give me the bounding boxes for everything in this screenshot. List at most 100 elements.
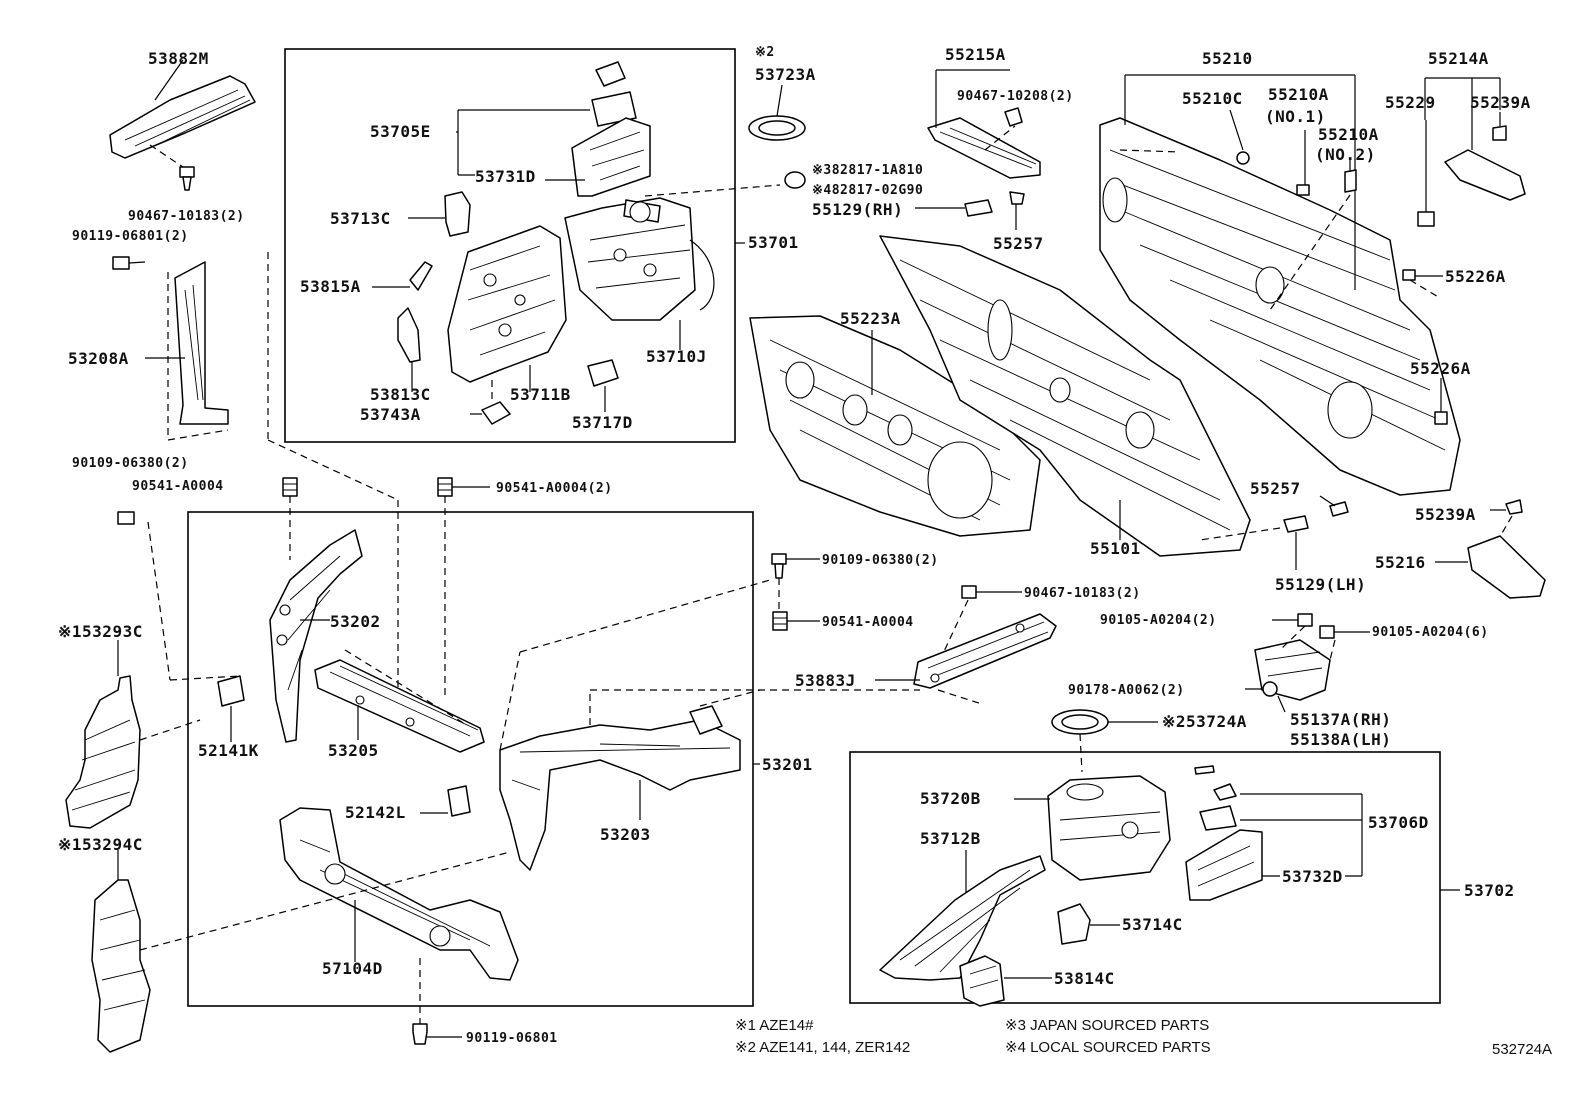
label-90109-06380-mid: 90109-06380(2) [822,553,939,568]
note-3: ※3 JAPAN SOURCED PARTS [1005,1017,1209,1034]
label-55101: 55101 [1090,539,1141,558]
label-53720b: 53720B [920,789,981,808]
note-4: ※4 LOCAL SOURCED PARTS [1005,1039,1211,1056]
label-90119-06801-top: 90119-06801(2) [72,229,189,244]
cowl-cover-53882m [109,59,256,159]
bolt-icon [1402,269,1416,281]
dash-panel-55101 [879,235,1251,557]
bracket-52141k [217,675,245,707]
label-53813c: 53813C [370,385,431,404]
label-55239a-mid: 55239A [1415,505,1476,524]
label-90178-a0062: 90178-A0062(2) [1068,683,1185,698]
label-90541-a0004-b: 90541-A0004(2) [496,481,613,496]
clip-icon [1236,151,1250,165]
panel-53732d [1185,829,1263,901]
label-53702: 53702 [1464,881,1515,900]
note-1: ※1 AZE14# [735,1017,814,1034]
label-55223a: 55223A [840,309,901,328]
label-57104d: 57104D [322,959,383,978]
label-90109-06380-left: 90109-06380(2) [72,456,189,471]
label-55210a-2: 55210A [1318,125,1379,144]
diagram-id: 532724A [1492,1041,1552,1058]
bolt-icon [1492,125,1507,141]
bracket-53717d [587,359,619,387]
bracket-53714c [1057,903,1091,945]
bolt-icon [1297,613,1313,627]
cowl-53883j [913,613,1057,689]
grommet-icon [1262,681,1278,697]
bracket-55214a [1444,149,1526,201]
label-55210c: 55210C [1182,89,1243,108]
label-82817-1a810: ※382817-1A810 [812,163,923,178]
bolt-icon [1296,184,1310,196]
clip-icon [1009,191,1025,205]
bracket-53815a [409,261,433,291]
label-53814c: 53814C [1054,969,1115,988]
label-90105-a0204-a: 90105-A0204(2) [1100,613,1217,628]
bolt-icon [771,553,787,579]
label-no1: (NO.1) [1265,107,1326,126]
bolt-icon [117,511,135,525]
bracket-55216 [1467,535,1546,599]
grommet-icon [1417,211,1435,227]
label-53724a: ※253724A [1162,712,1247,731]
clip-icon [1344,169,1357,193]
pillar-53202 [269,529,363,743]
label-55215a: 55215A [945,45,1006,64]
grommet-icon [437,477,453,497]
label-90541-a0004-a: 90541-A0004 [132,479,224,494]
label-52142l: 52142L [345,803,406,822]
label-no2: (NO.2) [1315,145,1376,164]
bolt-icon [961,585,977,599]
dash-panel-55223a [749,315,1041,537]
label-53202: 53202 [330,612,381,631]
label-90105-a0204-b: 90105-A0204(6) [1372,625,1489,640]
insulator-53293c [65,675,141,829]
label-90467-10183-mid: 90467-10183(2) [1024,586,1141,601]
bracket-53706d [1199,783,1237,831]
dash-panel-55210 [1099,117,1461,496]
label-90467-10183-top: 90467-10183(2) [128,209,245,224]
label-53706d: 53706D [1368,813,1429,832]
bracket-53814c [959,955,1005,1007]
label-55129rh: 55129(RH) [812,200,903,219]
box-53701-group [284,48,736,443]
label-55216: 55216 [1375,553,1426,572]
panel-53712b [879,855,1046,981]
label-53710j: 53710J [646,347,707,366]
label-53717d: 53717D [572,413,633,432]
apron-53710j [564,197,715,321]
bolt-icon [1434,411,1448,425]
label-53743a: 53743A [360,405,421,424]
label-55257-top: 55257 [993,234,1044,253]
panel-55215a [927,117,1041,179]
label-53294c: ※153294C [58,835,143,854]
label-53201: 53201 [762,755,813,774]
grommet-icon [772,611,788,631]
box-53702-group [849,751,1441,1004]
label-53714c: 53714C [1122,915,1183,934]
label-53815a: 53815A [300,277,361,296]
label-53705e: 53705E [370,122,431,141]
label-53732d: 53732D [1282,867,1343,886]
label-55138a: 55138A(LH) [1290,730,1391,749]
member-57104d [279,807,519,981]
bracket-53743a [481,401,511,425]
grommet-icon [1051,709,1109,735]
bracket-53208a [174,261,229,425]
label-55210: 55210 [1202,49,1253,68]
label-53882m: 53882M [148,49,209,68]
label-55226a-mid: 55226A [1410,359,1471,378]
bolt-icon [412,1023,428,1045]
bolt-icon [1319,625,1335,639]
bolt-icon [112,256,146,270]
label-53293c: ※153293C [58,622,143,641]
label-90467-10208: 90467-10208(2) [957,89,1074,104]
label-55214a: 55214A [1428,49,1489,68]
member-53203 [499,705,741,871]
bolt-icon [179,166,195,191]
label-53712b: 53712B [920,829,981,848]
label-55226a-top: 55226A [1445,267,1506,286]
label-53701: 53701 [748,233,799,252]
clip-icon [1004,107,1023,127]
